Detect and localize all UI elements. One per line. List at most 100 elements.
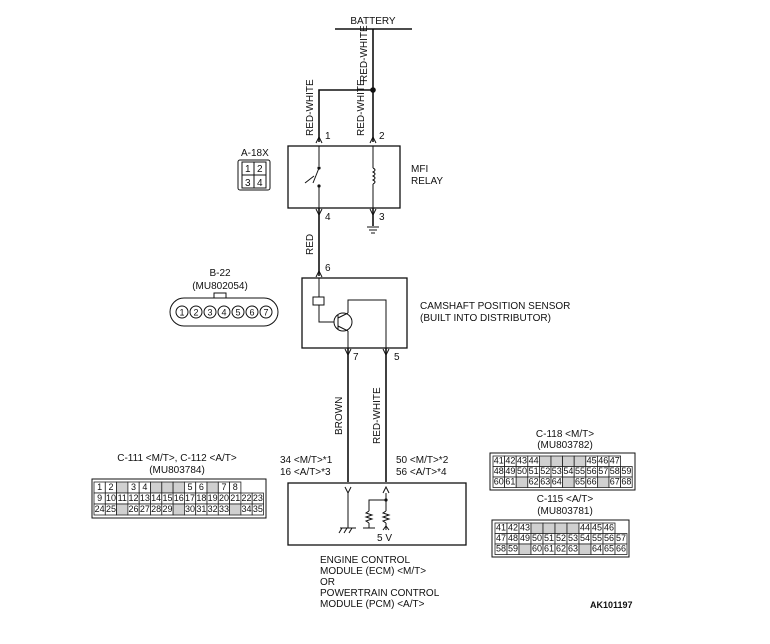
c118-cell (573, 455, 587, 467)
sensor-wire-base (318, 305, 334, 323)
c115-cell (518, 543, 532, 555)
c115-outline (491, 519, 630, 558)
ecm-ground-hatch (338, 527, 343, 534)
mfi-relay-name-1: MFI (411, 164, 428, 175)
relay-switch-blade (312, 167, 320, 184)
c118-pin-label: 57 (598, 466, 608, 476)
c111-pin-label: 2 (108, 482, 113, 492)
camshaft-sensor-name-1: CAMSHAFT POSITION SENSOR (420, 301, 570, 312)
c111-pin-label: 31 (196, 504, 206, 514)
c118-pin-label: 51 (529, 466, 539, 476)
c118-pin-label: 44 (529, 456, 539, 466)
c111-pin-label: 23 (253, 493, 263, 503)
c118-pin-label: 42 (505, 456, 515, 466)
a18x-cell-1: 1 (245, 164, 251, 175)
camshaft-sensor: CAMSHAFT POSITION SENSOR (BUILT INTO DIS… (301, 277, 570, 349)
b22-latch (213, 292, 227, 299)
c111-pin-label: 29 (162, 504, 172, 514)
c111-pin-label: 15 (162, 493, 172, 503)
ecm-name-5: MODULE (PCM) <A/T> (320, 599, 425, 610)
pin1-arrow (315, 135, 323, 144)
c115-pin-label: 60 (532, 544, 542, 554)
c115-cell (530, 522, 544, 534)
sensor-pin6-label: 6 (325, 263, 331, 274)
c115-pin-label: 55 (592, 533, 602, 543)
ecm-ground-hatch (348, 527, 353, 534)
c115-pin-label: 58 (496, 544, 506, 554)
c115-pin-label: 63 (568, 544, 578, 554)
ecm-resistor-right-icon (381, 510, 391, 524)
b22-pin-label: 6 (249, 308, 254, 318)
ecm-name-3: OR (320, 577, 335, 588)
c115-pin-label: 48 (508, 533, 518, 543)
c118-pin-label: 64 (552, 477, 562, 487)
c115-part: (MU803781) (537, 506, 593, 517)
c118-cell (562, 476, 575, 488)
c115-pin-label: 64 (592, 544, 602, 554)
c111-pin-label: 32 (208, 504, 218, 514)
c115-pin-label: 53 (568, 533, 578, 543)
sensor-transistor-icon (333, 312, 353, 332)
c115-pin-label: 46 (604, 523, 614, 533)
ecm-name-4: POWERTRAIN CONTROL (320, 588, 440, 599)
c111-pin-label: 24 (95, 504, 105, 514)
c111-pin-label: 5 (188, 482, 193, 492)
c111-cell (172, 503, 185, 516)
ecm-resistor-left-icon (364, 510, 374, 524)
c111-pin-label: 34 (242, 504, 252, 514)
c118-cell (539, 455, 552, 467)
wire-label-pin2: RED-WHITE (356, 79, 367, 136)
a18x-cell-3: 3 (245, 178, 251, 189)
c111-pin-label: 10 (106, 493, 116, 503)
c118-pin-label: 61 (505, 477, 515, 487)
c115-pin-label: 62 (556, 544, 566, 554)
ecm-pin-rw-arrow (382, 485, 390, 494)
c118-pin-label: 67 (610, 477, 620, 487)
ecm-pin-brown-1: 34 <M/T>*1 (280, 455, 333, 466)
c118-pin-label: 41 (494, 456, 504, 466)
c111-cell (116, 503, 129, 516)
c115-pin-label: 47 (496, 533, 506, 543)
c111-pin-label: 17 (185, 493, 195, 503)
ecm: 5 V (287, 482, 467, 546)
c118-pin-label: 43 (517, 456, 527, 466)
relay-pin3-label: 3 (379, 212, 385, 223)
c111-pin-label: 22 (242, 493, 252, 503)
c115-title: C-115 <A/T> (537, 494, 594, 505)
c115-pin-label: 54 (580, 533, 590, 543)
c111-pin-label: 20 (219, 493, 229, 503)
relay-pin4-label: 4 (325, 212, 331, 223)
ecm-pin-rw-2: 56 <A/T>*4 (396, 467, 447, 478)
c115-pin-label: 66 (616, 544, 626, 554)
c111-cell (161, 481, 174, 494)
wire-splice-pin1 (318, 89, 373, 142)
sensor-pin7-label: 7 (353, 352, 359, 363)
ecm-name-2: MODULE (ECM) <M/T> (320, 566, 426, 577)
c115-pin-label: 45 (592, 523, 602, 533)
a18x-cell-2: 2 (257, 164, 263, 175)
c111-pin-label: 12 (129, 493, 139, 503)
b22-pin (231, 305, 245, 319)
ecm-voltage: 5 V (377, 533, 392, 544)
camshaft-sensor-name-2: (BUILT INTO DISTRIBUTOR) (420, 313, 551, 324)
c118-cell (515, 476, 529, 488)
b22-pin-label: 2 (193, 308, 198, 318)
c111-pin-label: 14 (151, 493, 161, 503)
c111-pin-label: 26 (129, 504, 139, 514)
mfi-relay-name-2: RELAY (411, 176, 443, 187)
relay-pin1-label: 1 (325, 131, 331, 142)
c115-cell (578, 543, 592, 555)
c111-pin-label: 33 (219, 504, 229, 514)
wire-label-pin1: RED-WHITE (305, 79, 316, 136)
pin6-arrow (315, 269, 323, 278)
c118-pin-label: 53 (552, 466, 562, 476)
c111-pin-label: 18 (196, 493, 206, 503)
c118-pin-label: 56 (587, 466, 597, 476)
b22-pin-label: 4 (221, 308, 226, 318)
